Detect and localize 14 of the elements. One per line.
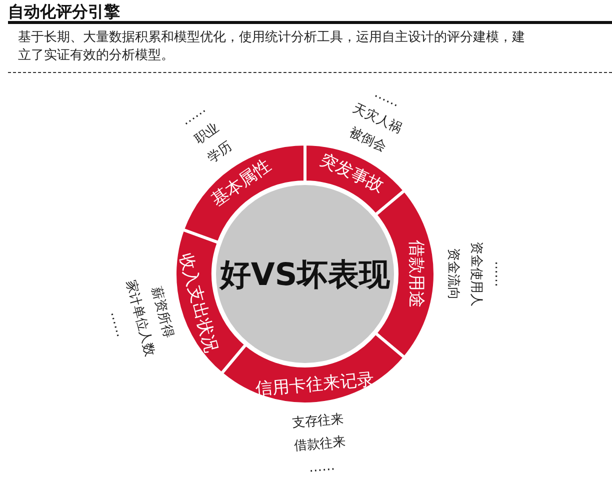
segment-label: 信用卡往来记录 [254,369,375,400]
factor-label: 支存往来 [291,412,344,432]
factor-label: 资金使用人 [468,242,484,306]
factor-label: 借款往来 [293,434,346,454]
factor-label: …… [308,458,336,476]
description-text: 基于长期、大量数据积累和模型优化，使用统计分析工具，运用自主设计的评分建模，建立了实证有效的分析模型。 [18,29,526,65]
segment-label: 借款用途 [406,240,426,308]
center-label: 好VS坏表现 [220,257,390,293]
factor-label: …… [492,261,506,287]
factor-label: 学历 [205,139,236,166]
title: 自动化评分引擎 [8,2,120,23]
factor-label: …… [372,86,402,110]
factor-label: 资金流向 [446,248,460,300]
factor-label: …… [107,310,128,339]
